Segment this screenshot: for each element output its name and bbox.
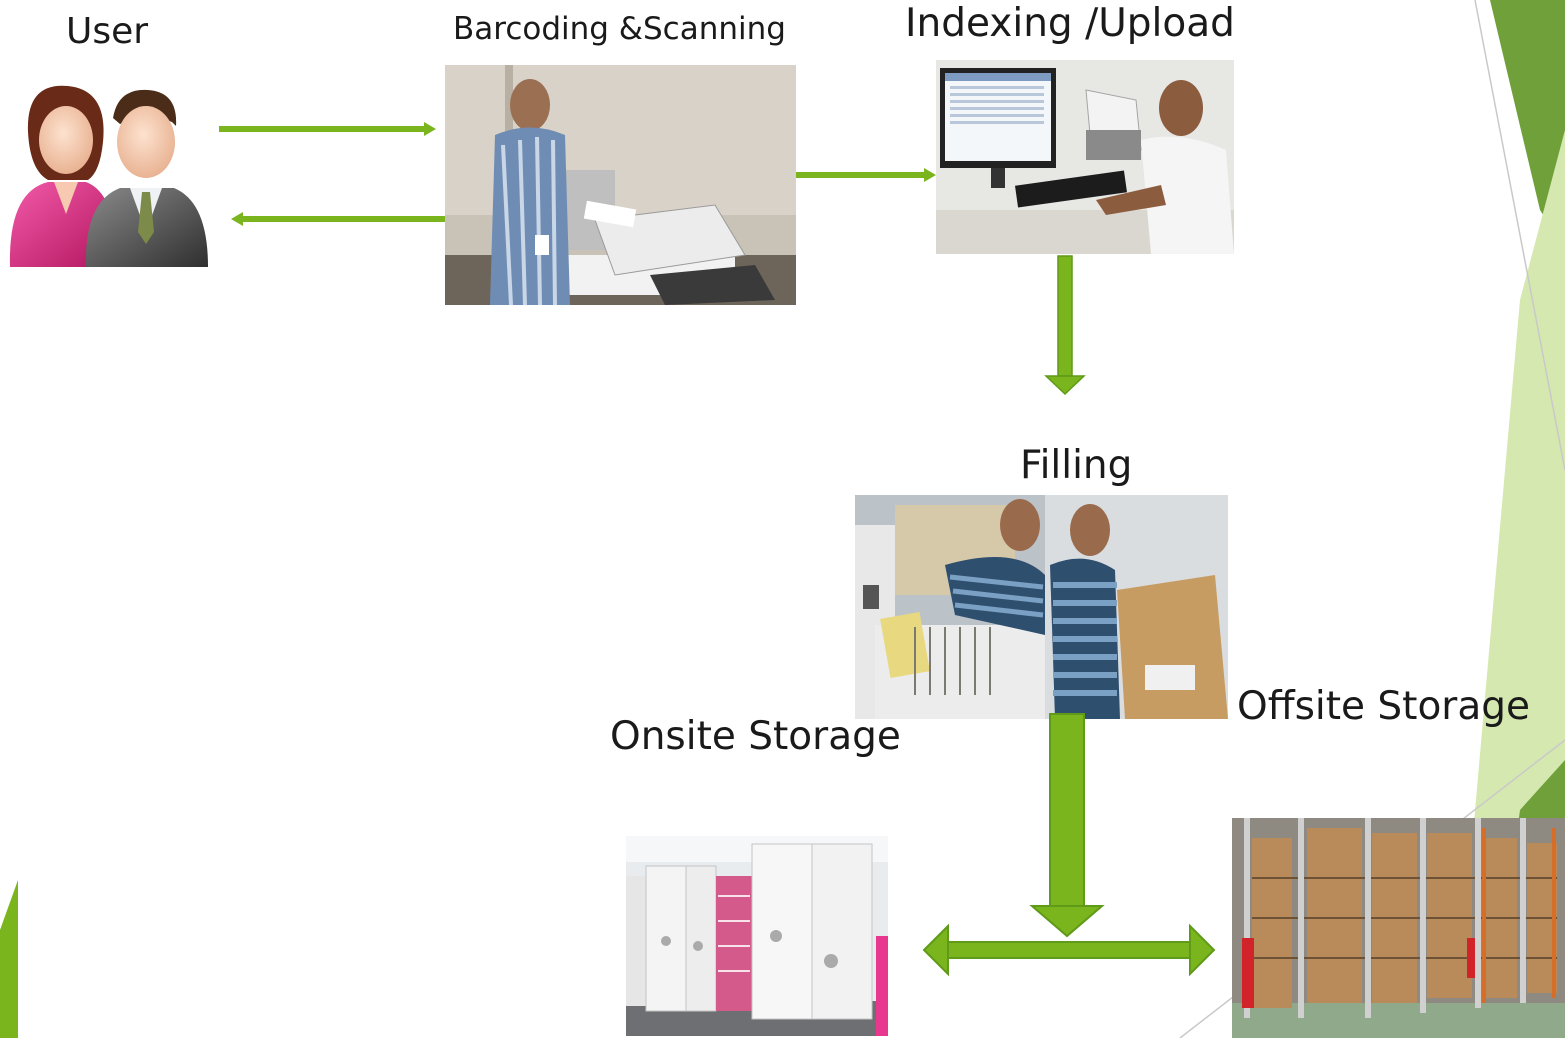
- indexing-label: Indexing /Upload: [905, 1, 1235, 46]
- offsite-storage-photo: [1232, 818, 1565, 1038]
- onsite-storage-photo: [626, 836, 888, 1036]
- arrow-scanning-to-user: [231, 212, 445, 226]
- arrow-onsite-offsite: [922, 923, 1216, 977]
- indexing-photo: [936, 60, 1234, 254]
- arrow-scanning-to-indexing: [796, 168, 936, 182]
- scanning-label: Barcoding &Scanning: [453, 11, 786, 47]
- onsite-label: Onsite Storage: [610, 714, 901, 759]
- scanning-photo: [445, 65, 796, 305]
- user-label: User: [66, 11, 149, 52]
- filling-photo: [855, 495, 1228, 719]
- arrow-filling-to-storage: [1029, 713, 1105, 938]
- top-right-accent: [1490, 0, 1565, 250]
- deco-line: [1474, 0, 1565, 471]
- arrow-user-to-scanning: [219, 122, 436, 136]
- filling-label: Filling: [1020, 443, 1133, 488]
- arrow-indexing-to-filling: [1044, 255, 1086, 396]
- bottom-left-accent: [0, 880, 18, 1038]
- offsite-label: Offsite Storage: [1237, 684, 1530, 729]
- users-icon: [8, 82, 208, 267]
